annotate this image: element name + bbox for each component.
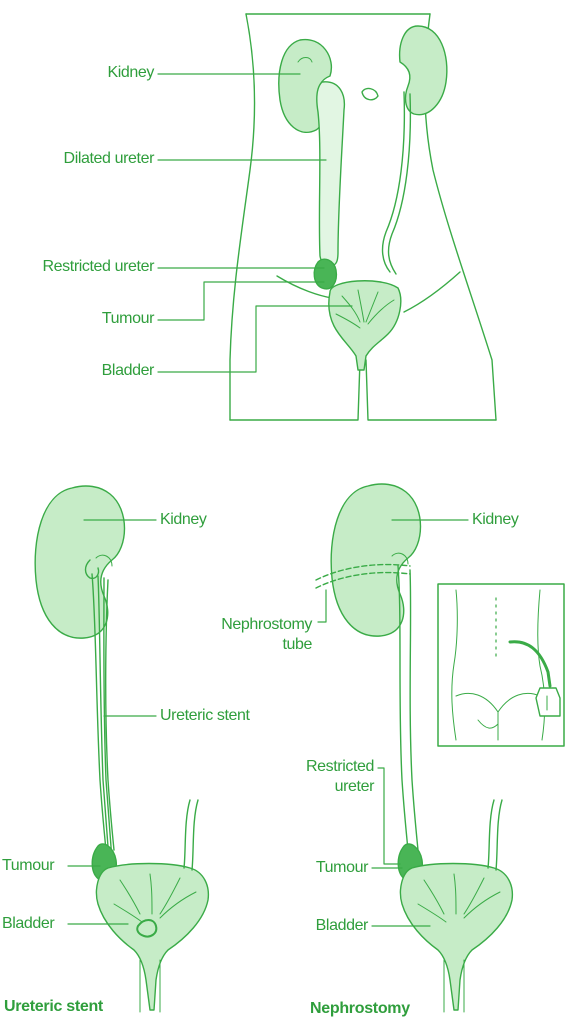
- leaders-top: [157, 73, 353, 373]
- bladder-stent: [95, 799, 210, 1013]
- label-kidney-stent: Kidney: [160, 511, 207, 528]
- label-ureteric-stent: Ureteric stent: [160, 707, 250, 724]
- bladder-top: [328, 280, 402, 371]
- label-dilated-ureter: Dilated ureter: [63, 150, 155, 167]
- label-bladder-stent: Bladder: [2, 915, 55, 932]
- label-nephrostomy-tube-line1: Nephrostomy: [221, 616, 312, 633]
- label-tumour-top: Tumour: [101, 310, 155, 327]
- caption-nephrostomy: Nephrostomy: [310, 1000, 410, 1017]
- right-ureter-top: [381, 91, 412, 275]
- right-kidney-top: [398, 25, 448, 116]
- kidney-neph: [330, 483, 422, 637]
- nephrostomy-inset: [437, 583, 565, 747]
- tumour-top: [313, 258, 338, 290]
- leaders-neph: [317, 519, 469, 927]
- label-kidney-top: Kidney: [107, 64, 154, 81]
- label-restricted-line1: Restricted: [305, 758, 374, 775]
- label-restricted-line2: ureter: [334, 778, 375, 795]
- label-bladder-top: Bladder: [101, 362, 155, 379]
- label-tumour-neph: Tumour: [315, 859, 369, 876]
- dilated-ureter-top: [316, 81, 346, 267]
- label-restricted-ureter-top: Restricted ureter: [42, 258, 155, 275]
- leaders-stent: [67, 519, 157, 925]
- ureter-stent: [91, 573, 115, 861]
- bladder-neph: [399, 799, 514, 1013]
- label-nephrostomy-tube-line2: tube: [282, 636, 312, 653]
- label-bladder-neph: Bladder: [315, 917, 369, 934]
- kidney-stent: [34, 485, 126, 639]
- label-tumour-stent: Tumour: [2, 857, 55, 874]
- label-kidney-neph: Kidney: [472, 511, 519, 528]
- nephrostomy-tube: [315, 563, 411, 589]
- ureter-neph: [397, 565, 419, 851]
- caption-ureteric-stent: Ureteric stent: [4, 998, 103, 1015]
